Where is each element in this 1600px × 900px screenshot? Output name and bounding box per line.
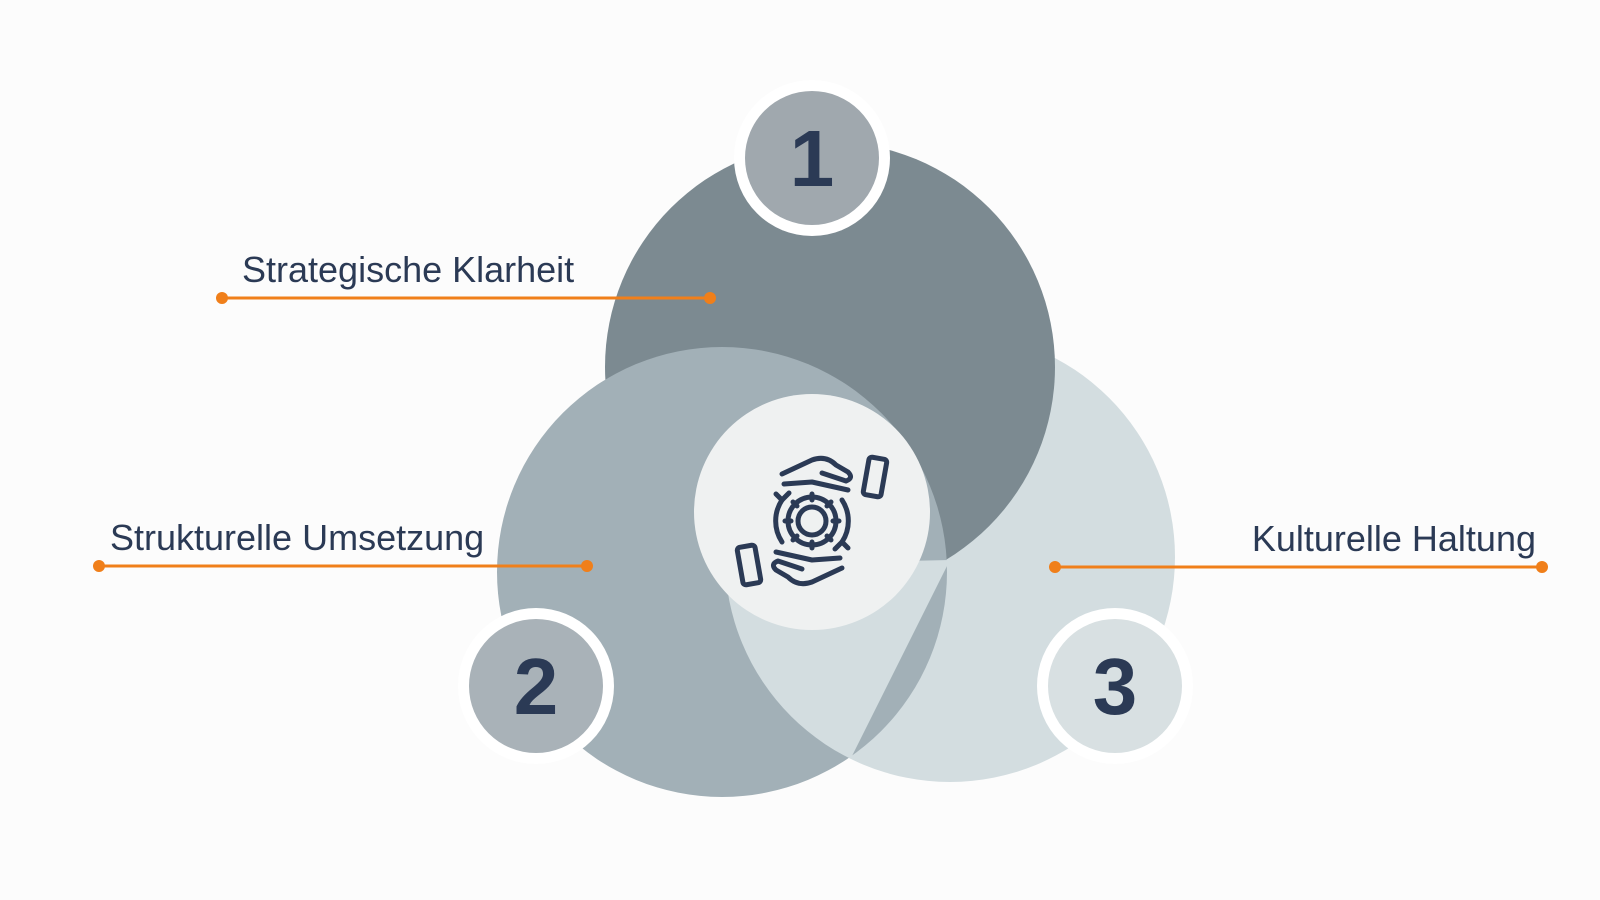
connector-2	[93, 560, 593, 572]
badge-2-number: 2	[514, 642, 559, 731]
connector-3	[1049, 561, 1548, 573]
badge-3-number: 3	[1093, 642, 1138, 731]
label-kulturelle-haltung: Kulturelle Haltung	[1252, 518, 1536, 559]
badge-1-number: 1	[790, 114, 835, 203]
badge-3	[1048, 619, 1182, 753]
connector-1	[216, 292, 716, 304]
badge-1	[745, 91, 879, 225]
badge-2	[469, 619, 603, 753]
hands-gear-icon	[734, 454, 890, 588]
label-strukturelle-umsetzung: Strukturelle Umsetzung	[110, 517, 484, 558]
center-circle	[694, 394, 930, 630]
label-strategische-klarheit: Strategische Klarheit	[242, 249, 574, 290]
